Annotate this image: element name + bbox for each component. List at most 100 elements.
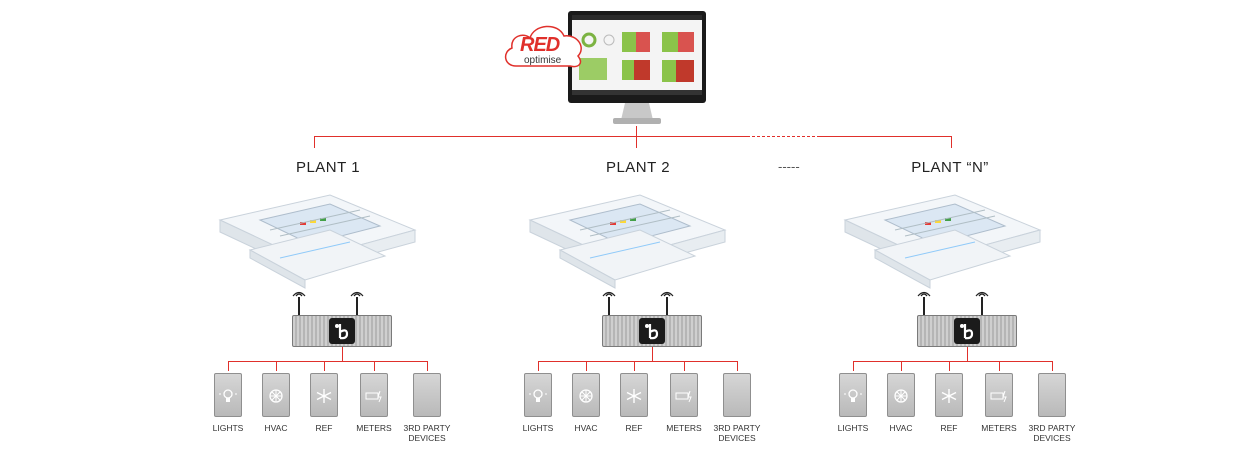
building-icon [218,194,417,289]
wifi-icon [602,291,616,297]
monitor-graphic [568,11,706,124]
cloud-icon [504,25,582,68]
snowflake-icon [316,389,332,403]
device-drop [853,361,854,371]
building-icon [528,194,727,289]
device-hvac [887,373,915,417]
antenna-right [666,297,668,315]
device-lights [214,373,242,417]
device-drop [324,361,325,371]
fan-icon [894,389,908,403]
device-meters [985,373,1013,417]
label-hvac: HVAC [264,423,288,433]
label-3rd-party: 3RD PARTY DEVICES [397,423,457,443]
label-lights: LIGHTS [212,423,244,433]
plant-2-label: PLANT 2 [605,159,671,176]
antenna-right [981,297,983,315]
device-lights [524,373,552,417]
device-drop [999,361,1000,371]
fan-icon [579,389,593,403]
blank-device-icon [1043,388,1061,404]
wifi-icon [917,291,931,297]
plant-ellipsis: ----- [778,159,800,174]
monitor-connector [636,126,637,136]
plant-group-n: LIGHTS HVAC REF METERS 3RD PARTY DEVICES [835,185,1075,450]
plant-1-label: PLANT 1 [295,159,361,176]
label-hvac: HVAC [889,423,913,433]
drop-plant-n [951,136,952,148]
label-3rd-party-line2: DEVICES [718,433,756,443]
blank-device-icon [728,388,746,404]
label-3rd-party-line1: 3RD PARTY [713,423,761,433]
building-icon [843,194,1042,289]
snowflake-icon [941,389,957,403]
gateway-router [917,315,1017,347]
device-bus [228,361,428,362]
device-bus [538,361,738,362]
device-drop [374,361,375,371]
plant-group-2: LIGHTS HVAC REF METERS 3RD PARTY DEVICES [520,185,760,450]
label-3rd-party-line2: DEVICES [1033,433,1071,443]
device-drop [228,361,229,371]
gateway-router [602,315,702,347]
plant-group-1: LIGHTS HVAC REF METERS 3RD PARTY DEVICES [210,185,450,450]
device-drop [538,361,539,371]
wifi-icon [975,291,989,297]
label-meters: METERS [981,423,1017,433]
device-drop [586,361,587,371]
meter-icon [990,390,1007,403]
wifi-icon [660,291,674,297]
router-connector [652,347,653,361]
meter-icon [675,390,692,403]
gateway-router [292,315,392,347]
device-meters [670,373,698,417]
device-3rd-party [413,373,441,417]
device-drop [276,361,277,371]
device-lights [839,373,867,417]
device-ref [310,373,338,417]
label-lights: LIGHTS [837,423,869,433]
label-ref: REF [940,423,958,433]
wifi-icon [292,291,306,297]
lightbulb-icon [219,388,237,402]
gateway-logo-icon [954,318,980,344]
fan-icon [269,389,283,403]
lightbulb-icon [529,388,547,402]
device-bus [853,361,1053,362]
device-drop [634,361,635,371]
top-bus-dashed [752,136,820,137]
label-hvac: HVAC [574,423,598,433]
device-ref [935,373,963,417]
red-optimise-logo: RED optimise [498,14,588,74]
top-bus-line-1 [314,136,750,137]
device-drop [949,361,950,371]
drop-plant-2 [636,136,637,148]
snowflake-icon [626,389,642,403]
antenna-left [298,297,300,315]
monitor [567,10,707,126]
label-meters: METERS [356,423,392,433]
device-drop [901,361,902,371]
label-3rd-party-line2: DEVICES [408,433,446,443]
lightbulb-icon [844,388,862,402]
device-drop [737,361,738,371]
antenna-left [923,297,925,315]
label-ref: REF [315,423,333,433]
wifi-icon [350,291,364,297]
plant-n-label: PLANT “N” [911,159,989,176]
antenna-left [608,297,610,315]
label-3rd-party-line1: 3RD PARTY [403,423,451,433]
device-drop [427,361,428,371]
device-3rd-party [723,373,751,417]
device-drop [1052,361,1053,371]
router-connector [342,347,343,361]
logo-optimise-text: optimise [524,55,562,66]
device-drop [684,361,685,371]
device-hvac [262,373,290,417]
gateway-logo-icon [639,318,665,344]
logo-red-text: RED [520,34,560,56]
meter-icon [365,390,382,403]
label-ref: REF [625,423,643,433]
label-3rd-party-line1: 3RD PARTY [1028,423,1076,433]
device-ref [620,373,648,417]
